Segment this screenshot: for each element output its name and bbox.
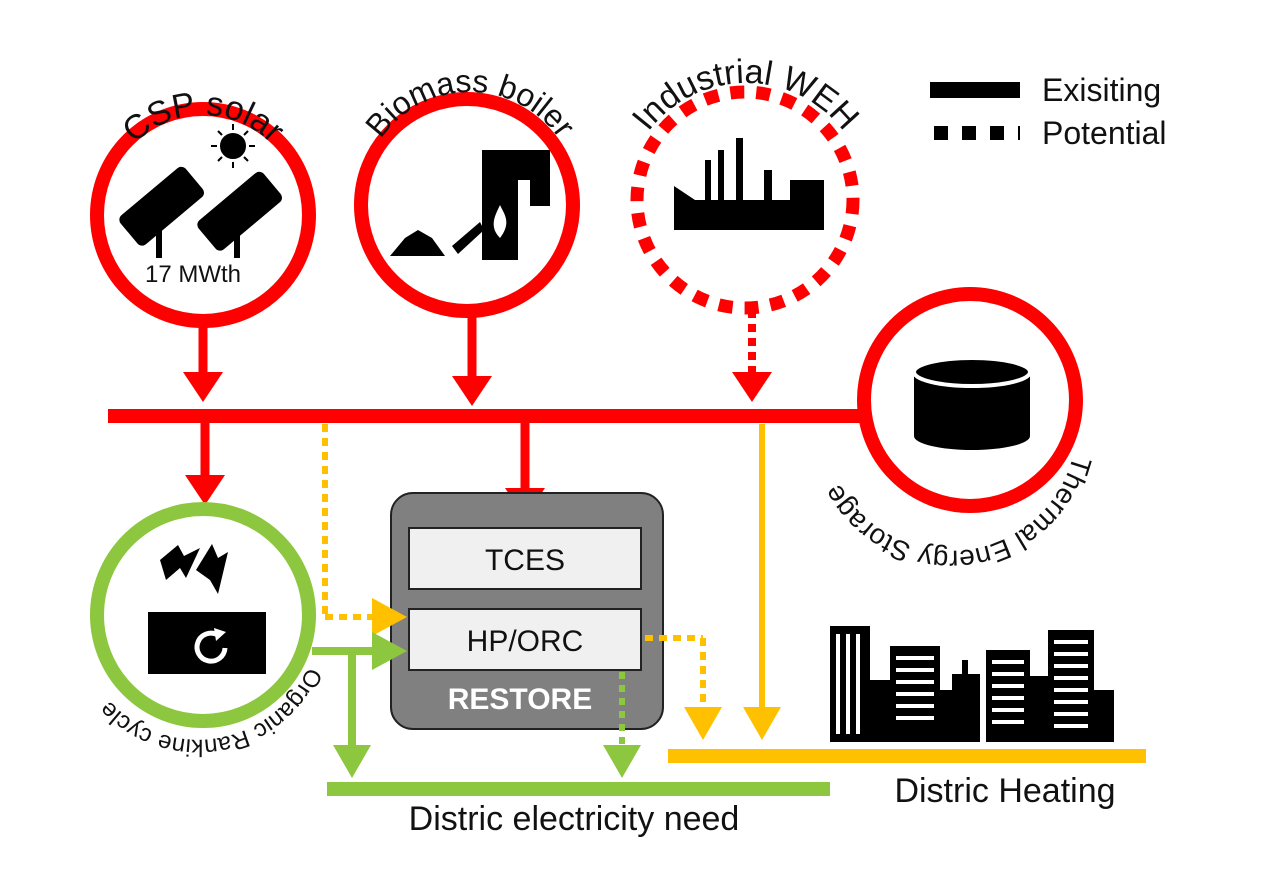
boiler-icon [390, 150, 550, 260]
restore-label: RESTORE [448, 683, 592, 716]
tces-label: TCES [485, 544, 565, 577]
district-heating-label: Distric Heating [894, 772, 1115, 810]
industrial-arrow [732, 372, 772, 402]
electricity-need-label: Distric electricity need [409, 800, 740, 838]
orc-feed-arrow [185, 475, 225, 505]
orc-unit: Organic Rankine cycle [90, 502, 327, 761]
legend-existing-label: Exisiting [1042, 72, 1161, 108]
csp-solar-source: 17 MWth CSP solar [90, 85, 316, 328]
industrial-weh-source: Industrial WEH [625, 53, 866, 315]
solar-collector-icon [119, 166, 282, 258]
cycle-icon [194, 630, 228, 664]
lightning-icon [160, 544, 228, 594]
restore-box: TCES HP/ORC RESTORE [390, 492, 664, 730]
orc-to-hp-arrow [372, 632, 407, 670]
city-skyline-icon [830, 626, 1114, 742]
csp-arrow [183, 372, 223, 402]
orc-to-grid-arrow [333, 745, 371, 778]
legend: Exisiting Potential [930, 72, 1167, 151]
csp-capacity: 17 MWth [145, 261, 241, 288]
factory-icon [674, 138, 824, 230]
tces-block [408, 527, 642, 590]
hp-to-grid-arrow [603, 745, 641, 778]
hp-to-heat-arrow [684, 707, 722, 740]
storage-tank-icon [912, 356, 1032, 450]
hp-orc-label: HP/ORC [467, 625, 584, 658]
biomass-arrow [452, 376, 492, 406]
bus-to-heat-arrow [743, 707, 781, 740]
legend-potential-label: Potential [1042, 115, 1167, 151]
thermal-storage: Thermal Energy Storage [818, 287, 1097, 576]
heat-to-hp-arrow [372, 598, 407, 636]
orc-generator-icon [148, 612, 266, 674]
sun-icon [211, 124, 255, 168]
hp-orc-block [408, 608, 642, 671]
biomass-boiler-source: Biomass boiler [354, 63, 583, 318]
